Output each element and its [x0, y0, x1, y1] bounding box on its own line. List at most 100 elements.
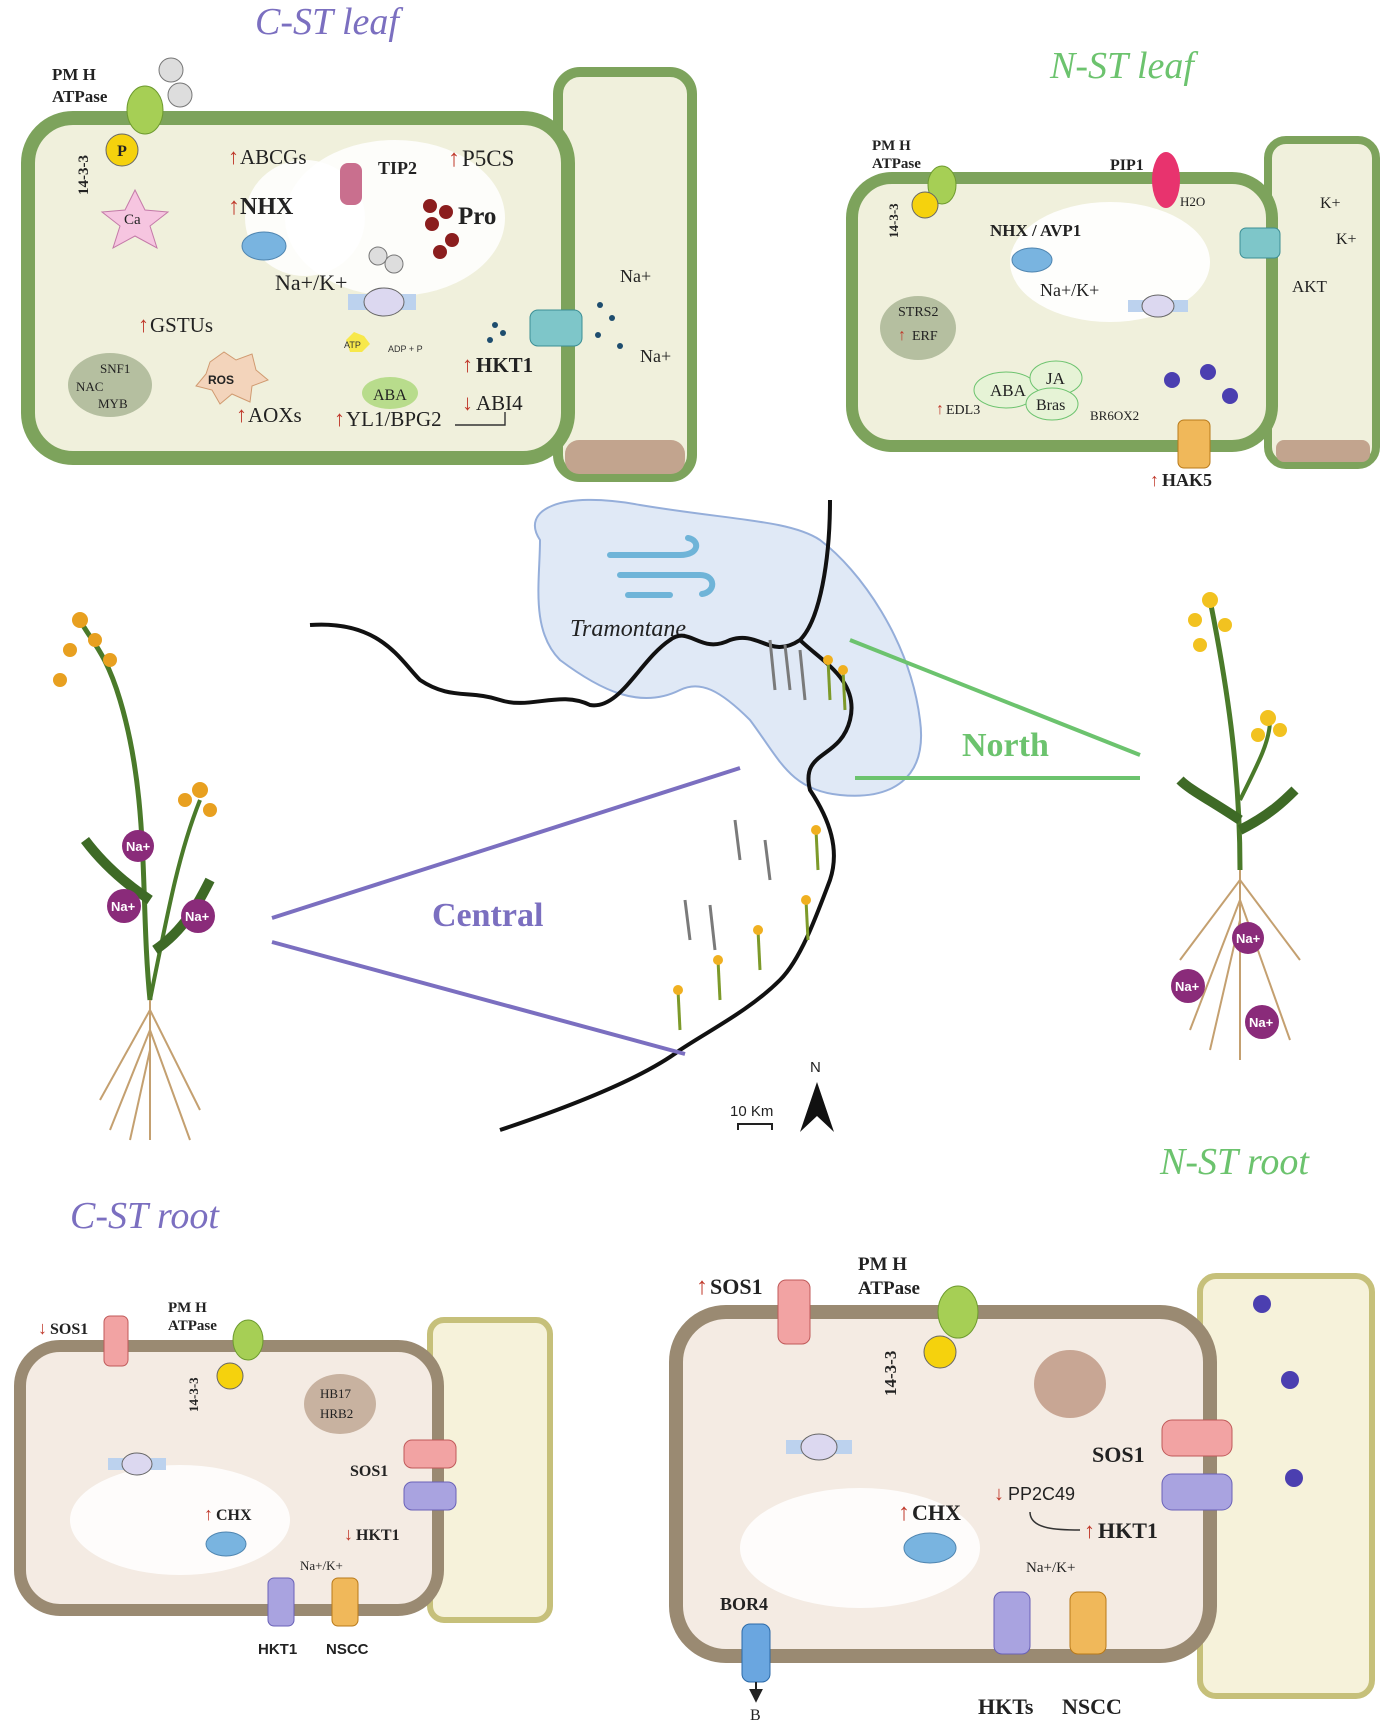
cst-leaf-pm-label-2: ATPase — [52, 87, 108, 106]
nst-leaf-br6ox2: BR6OX2 — [1090, 408, 1139, 423]
central-plant-na-ions — [107, 830, 215, 933]
cst-leaf-up-arrow-icon: ↑ — [228, 194, 240, 220]
cst-root-pm-label-2: ATPase — [168, 1318, 217, 1334]
cst-root-hkt1-channel-icon — [267, 1577, 295, 1627]
cst-leaf-abi4: ABI4 — [476, 391, 523, 415]
nst-leaf-pm-atpase-icon — [927, 165, 957, 205]
cst-leaf-up-arrow-icon: ↑ — [462, 352, 473, 377]
nst-leaf-tf-1: STRS2 — [898, 305, 938, 320]
cst-leaf-tip2: TIP2 — [378, 158, 417, 178]
nst-root-vacuole — [740, 1488, 980, 1608]
nst-leaf-hormone-aba: ABA — [990, 381, 1027, 400]
nst-root-proton-pump-icon — [800, 1433, 838, 1461]
cst-leaf-gstus: GSTUs — [150, 313, 213, 337]
cst-leaf-abcgs: ABCGs — [240, 145, 307, 169]
central-line-upper — [271, 766, 741, 920]
nst-leaf-k-2: K+ — [1336, 231, 1357, 248]
nst-root-nscc: NSCC — [1062, 1694, 1122, 1719]
cst-leaf-panel: C-ST leaf PM H ATPase P 14-3-3 Ca ↑ ABCG… — [21, 1, 697, 482]
cst-leaf-aba-blob — [362, 377, 418, 409]
cst-root-hkt1-exchanger-icon — [403, 1481, 457, 1511]
nst-leaf-panel: N-ST leaf PM H ATPase 14-3-3 PIP1 H2O NH… — [846, 45, 1380, 490]
nst-root-bor4-transporter-icon — [741, 1623, 771, 1683]
nst-root-pp2c49: PP2C49 — [1008, 1484, 1075, 1504]
nst-root-hkts-channel-icon — [993, 1591, 1031, 1655]
nst-leaf-k-1: K+ — [1320, 195, 1341, 212]
cst-leaf-calcium-icon — [100, 188, 170, 250]
cst-root-up-arrow-icon: ↑ — [204, 1504, 213, 1524]
wind-icon — [607, 535, 716, 598]
nst-root-up-arrow-icon: ↑ — [1084, 1518, 1095, 1543]
cst-root-pm-label-1: PM H — [168, 1300, 207, 1316]
nst-root-up-arrow-icon: ↑ — [898, 1500, 910, 1526]
nst-root-sos1-transporter-icon — [777, 1279, 811, 1345]
cst-leaf-hkt1: HKT1 — [476, 353, 533, 377]
cst-leaf-pm-label-1: PM H — [52, 65, 96, 84]
cst-leaf-tip2-icon — [340, 163, 362, 205]
nst-leaf-bras-blob — [1025, 387, 1079, 421]
cst-leaf-tf-3: MYB — [98, 396, 128, 411]
nst-root-phospho-icon — [923, 1335, 957, 1369]
map-plants-yellow — [676, 659, 847, 1031]
nst-root-hkts: HKTs — [978, 1694, 1034, 1719]
central-na-2: Na+ — [111, 899, 136, 914]
nst-leaf-up-arrow-icon: ↑ — [898, 327, 906, 344]
compass-arrow-icon — [800, 1082, 834, 1132]
cst-leaf-p5cs: P5CS — [462, 146, 514, 171]
cst-leaf-aba: ABA — [373, 387, 407, 404]
cst-root-down-arrow-icon: ↓ — [38, 1318, 47, 1338]
nst-root-b: B — [750, 1707, 761, 1723]
cst-leaf-vessel-plate — [565, 440, 685, 474]
central-na-3: Na+ — [185, 909, 210, 924]
map-panel: Tramontane North Central — [53, 498, 1301, 1141]
cst-root-sos1-transporter-icon — [103, 1315, 129, 1367]
nst-root-up-arrow-icon: ↑ — [696, 1274, 708, 1300]
cst-leaf-pm-atpase-icon — [126, 85, 164, 135]
map-plants-grey — [683, 639, 807, 951]
cst-leaf-p-label: P — [117, 143, 127, 160]
nst-root-bor4: BOR4 — [720, 1594, 768, 1614]
cst-root-pm-atpase-icon — [232, 1319, 264, 1361]
cst-leaf-title: C-ST leaf — [255, 1, 403, 43]
cst-leaf-up-arrow-icon: ↑ — [228, 144, 239, 169]
nst-leaf-hak5-transporter-icon — [1177, 419, 1211, 469]
nst-leaf-phospho-icon — [911, 191, 939, 219]
cst-root-title: C-ST root — [70, 1195, 220, 1237]
cst-root-nscc-channel-icon — [331, 1577, 359, 1627]
cst-leaf-h-icon — [158, 57, 184, 83]
north-plant — [1176, 592, 1301, 1060]
nst-leaf-h2o: H2O — [1180, 194, 1205, 209]
north-na-3: Na+ — [1249, 1015, 1274, 1030]
cst-leaf-up-arrow-icon: ↑ — [236, 402, 247, 427]
nst-leaf-nhx-transporter-icon — [1011, 247, 1053, 273]
cst-root-chx: CHX — [216, 1507, 252, 1524]
nst-root-hkt1-exchanger-icon — [1161, 1473, 1233, 1511]
nst-leaf-up-arrow-icon: ↑ — [1150, 470, 1159, 490]
cst-leaf-1433-label: 14-3-3 — [76, 155, 92, 195]
cst-leaf-ca-label: Ca — [124, 212, 141, 228]
scale-bar — [737, 1123, 773, 1130]
nst-root-nucleus — [1034, 1350, 1106, 1418]
nst-root-chx: CHX — [912, 1500, 961, 1525]
cst-root-vacuole — [70, 1465, 290, 1575]
nst-leaf-1433-label: 14-3-3 — [886, 203, 901, 238]
cst-leaf-inhibit-line — [455, 412, 506, 426]
nst-root-pm-atpase-icon — [937, 1285, 979, 1339]
cst-root-nscc: NSCC — [326, 1641, 369, 1658]
cst-leaf-h-icon-2 — [167, 82, 193, 108]
cst-leaf-up-arrow-icon: ↑ — [448, 146, 460, 172]
nst-leaf-vessel-plate — [1276, 440, 1370, 462]
cst-leaf-pro: Pro — [458, 203, 496, 230]
central-label: Central — [432, 897, 543, 934]
nst-leaf-akt-transporter-icon — [1239, 227, 1281, 259]
nst-root-inhibit-line — [1029, 1511, 1081, 1531]
nst-root-1433-label: 14-3-3 — [881, 1351, 900, 1396]
cst-root-phospho-icon — [216, 1362, 244, 1390]
cst-root-chx-transporter-icon — [205, 1531, 247, 1557]
nst-leaf-hak5: HAK5 — [1162, 470, 1212, 490]
cst-leaf-phospho-icon — [105, 133, 139, 167]
nst-root-nak: Na+/K+ — [1026, 1560, 1075, 1576]
cst-leaf-na-1: Na+ — [620, 266, 651, 286]
cst-leaf-atp-icon — [346, 332, 370, 352]
cst-leaf-aoxs: AOXs — [248, 403, 302, 427]
